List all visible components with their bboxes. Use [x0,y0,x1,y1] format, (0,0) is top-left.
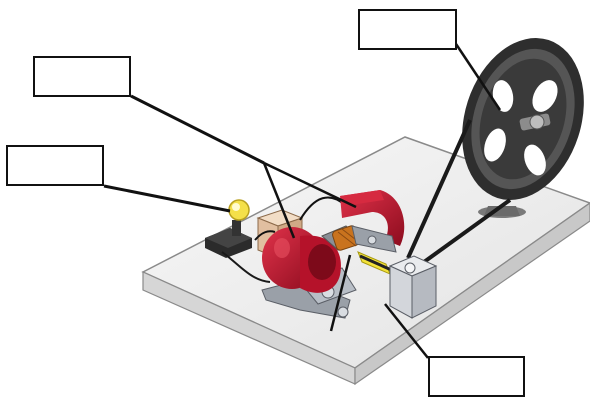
label-box-left [6,145,104,186]
label-box-bottom-right [428,356,525,397]
bearing-bracket [390,256,436,318]
label-box-top-left [33,56,131,97]
label-box-top-right [358,9,457,50]
